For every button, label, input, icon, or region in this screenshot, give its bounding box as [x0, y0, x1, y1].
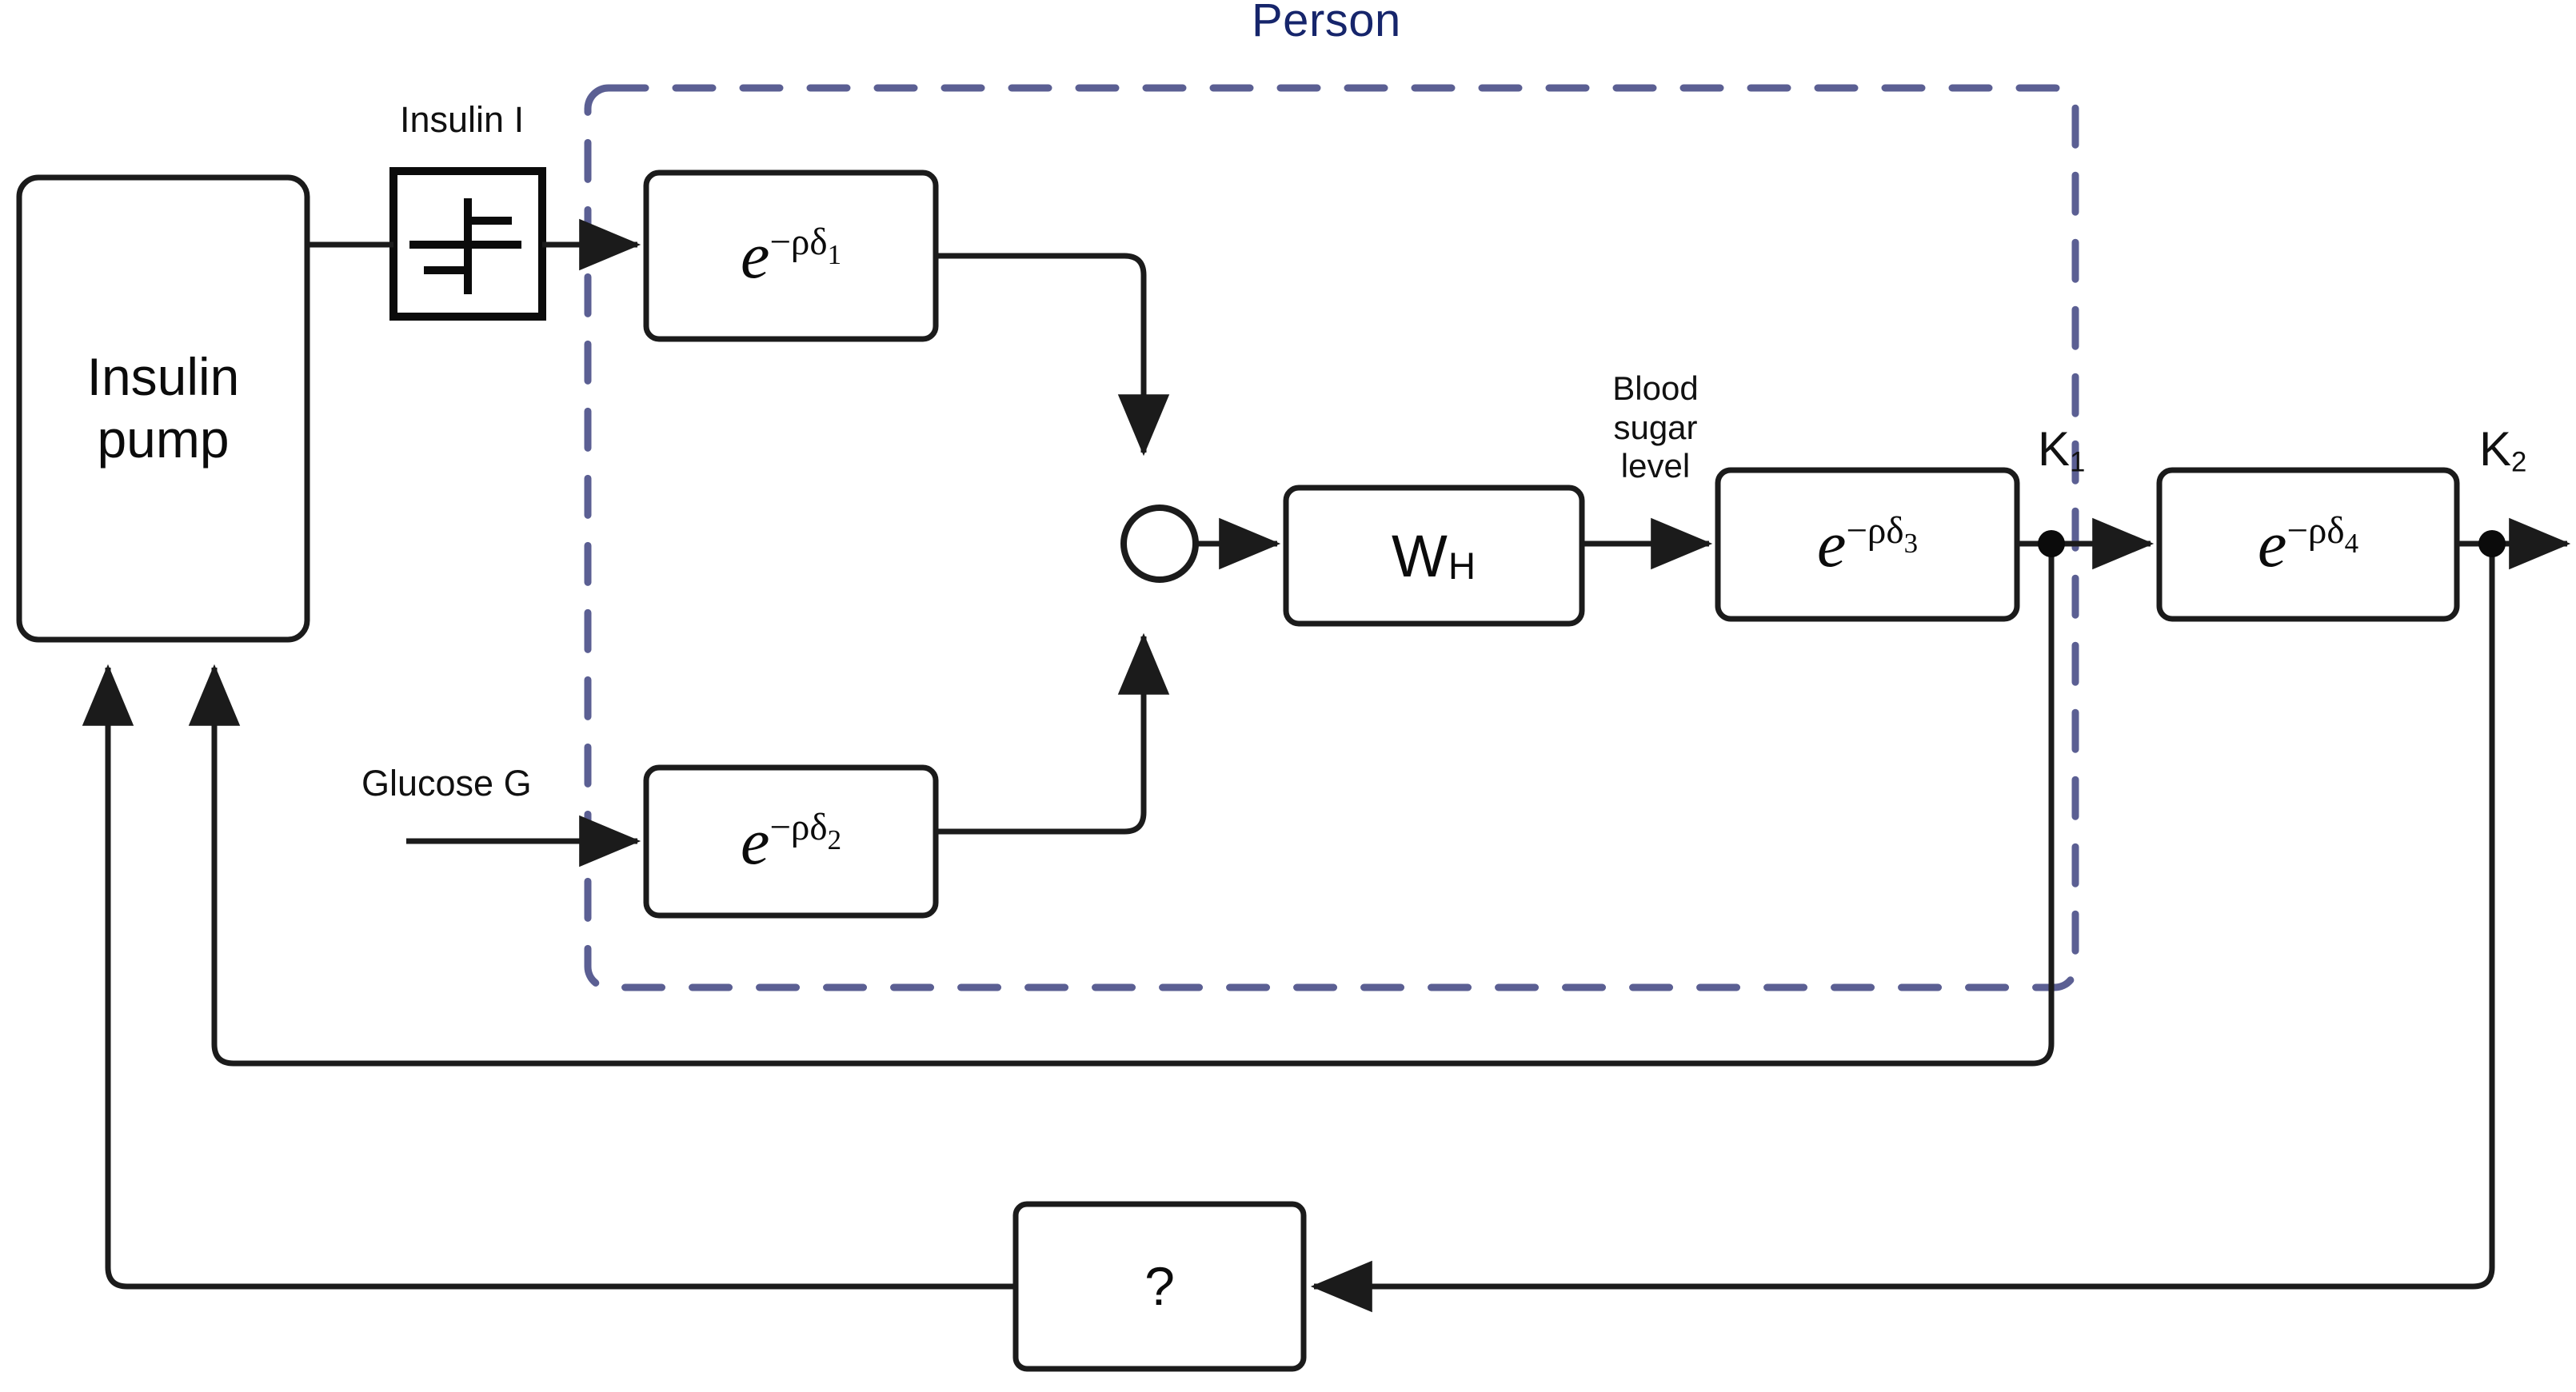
node-k1-label: K1	[2038, 422, 2085, 479]
insulin-pump-block	[16, 174, 310, 643]
person-title: Person	[1252, 0, 1401, 46]
delay2-block	[643, 764, 939, 919]
node-k2-symbol: K	[2479, 422, 2512, 476]
blood-sugar-line1: Blood	[1612, 369, 1699, 407]
junction-dot-k2	[2478, 530, 2506, 557]
wire-delay1-to-sum	[936, 253, 1170, 457]
wire-k1-feedback	[188, 544, 2055, 1067]
unknown-controller-block	[1012, 1201, 1307, 1372]
blood-sugar-line3: level	[1620, 447, 1691, 485]
wire-unknown-to-pump	[82, 664, 1016, 1290]
wire-delay2-to-sum	[936, 632, 1170, 835]
node-k1-symbol: K	[2038, 422, 2071, 476]
node-k2-index: 2	[2511, 446, 2527, 478]
blood-sugar-line2: sugar	[1613, 408, 1698, 446]
delay3-block	[1715, 467, 2020, 622]
human-block	[1283, 485, 1585, 627]
summing-junction	[1120, 505, 1199, 583]
junction-dot-k1	[2038, 530, 2065, 557]
node-k2-label: K2	[2479, 422, 2526, 479]
blood-sugar-level-label: Blood sugar level	[1592, 369, 1719, 486]
insulin-input-label: Insulin I	[400, 99, 525, 140]
node-k1-index: 1	[2070, 446, 2086, 478]
quantizer-staircase-icon	[409, 198, 521, 294]
delay4-block	[2156, 467, 2460, 622]
glucose-input-label: Glucose G	[361, 763, 532, 804]
delay1-block	[643, 170, 939, 342]
person-boundary	[584, 84, 2079, 991]
wire-k2-feedback	[1310, 544, 2495, 1313]
